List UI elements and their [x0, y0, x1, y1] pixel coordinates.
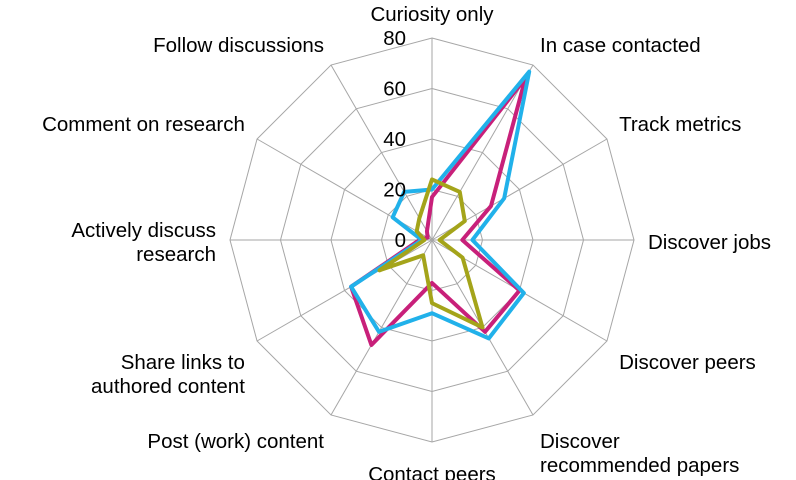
axis-label-in-case-contacted: In case contacted [540, 34, 701, 57]
axis-label-post-work-content: Post (work) content [147, 430, 324, 453]
spoke-share-links-to-authored-content [256, 239, 433, 342]
radial-tick-0: 0 [395, 229, 406, 252]
spoke-post-work-content [330, 239, 433, 416]
axis-label-discover-peers: Discover peers [619, 351, 756, 374]
axis-label-discover-jobs: Discover jobs [648, 231, 771, 254]
series-line-2 [349, 69, 532, 341]
radial-tick-20: 20 [383, 179, 406, 202]
axis-label-comment-on-research: Comment on research [42, 113, 245, 136]
spoke-in-case-contacted [431, 64, 534, 241]
radar-grid [229, 37, 635, 443]
axis-label-follow-discussions: Follow discussions [153, 34, 324, 57]
series-line-3 [377, 177, 485, 330]
axis-label-track-metrics: Track metrics [619, 113, 741, 136]
radial-tick-labels: 0 20 40 60 80 [383, 27, 406, 252]
series-line-1 [349, 76, 528, 347]
radial-tick-40: 40 [383, 128, 406, 151]
axis-label-curiosity-only: Curiosity only [370, 3, 494, 26]
radial-tick-60: 60 [383, 78, 406, 101]
radial-tick-80: 80 [383, 27, 406, 50]
radar-series [349, 69, 532, 347]
spoke-follow-discussions [330, 64, 433, 241]
axis-label-contact-peers: Contact peers [368, 463, 496, 480]
